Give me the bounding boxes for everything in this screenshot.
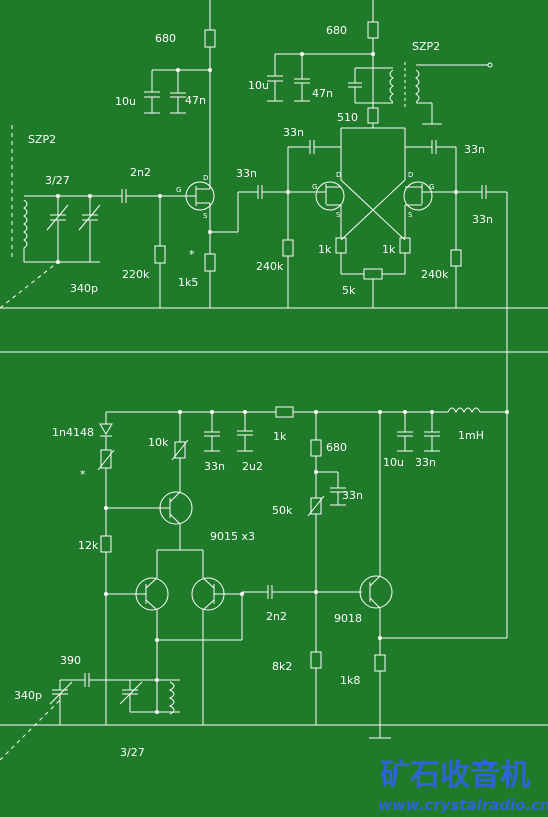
r-680-mixer-resistor [367, 21, 379, 39]
r-220k-resistor [154, 245, 166, 264]
q-9018 [359, 575, 393, 609]
tank-coil [389, 69, 394, 103]
output-coil [415, 69, 420, 103]
l-1mh-choke [447, 407, 481, 414]
lower-stage [0, 406, 548, 761]
label-r-1k-right: 1k [382, 243, 396, 256]
label-r-680-lower: 680 [326, 441, 347, 454]
r-680-top-resistor [204, 29, 216, 48]
label-r-240k-right: 240k [421, 268, 449, 281]
mixer-stage: G D S G D S [267, 0, 508, 638]
label-l-1mh: 1mH [458, 429, 484, 442]
watermark-url: www.crystalradio.cn [378, 796, 548, 814]
trim-resistor-star [100, 449, 112, 469]
label-c-47n-mixer: 47n [312, 87, 333, 100]
label-r-1k8: 1k8 [340, 674, 360, 687]
svg-text:G: G [429, 183, 434, 191]
label-r-1k5: 1k5 [178, 276, 198, 289]
label-r-680-top: 680 [155, 32, 176, 45]
label-d-1n4148: 1n4148 [52, 426, 94, 439]
label-c-340p-lower: 340p [14, 689, 42, 702]
label-c-47n: 47n [185, 94, 206, 107]
lower-coil [168, 681, 175, 715]
jfet-2 [315, 181, 345, 211]
label-c-10u-mixer: 10u [248, 79, 269, 92]
svg-text:S: S [203, 212, 208, 220]
r-12k-resistor [100, 535, 112, 553]
r-8k2-resistor [310, 651, 322, 669]
r-1k-left-resistor [335, 237, 347, 254]
r-510-resistor [367, 107, 379, 124]
label-r-220k: 220k [122, 268, 150, 281]
label-3-27-upper: 3/27 [45, 174, 70, 187]
svg-text:G: G [176, 186, 181, 194]
watermark-title: 矿石收音机 [380, 758, 530, 793]
label-c-33n-tl: 33n [283, 126, 304, 139]
label-r-680-mixer: 680 [326, 24, 347, 37]
r-1k-right-resistor [399, 237, 411, 254]
d-1n4148-diode [99, 423, 113, 435]
label-c-33n-b: 33n [415, 456, 436, 469]
label-c-2n2-lower: 2n2 [266, 610, 287, 623]
r-1k-supply-resistor [275, 406, 294, 418]
r-240k-right-resistor [450, 249, 462, 267]
q-9015-a [159, 491, 193, 525]
label-c-33n-c: 33n [342, 489, 363, 502]
svg-text:D: D [203, 174, 208, 182]
label-c-2n2-upper: 2n2 [130, 166, 151, 179]
label-c-33n-a: 33n [204, 460, 225, 473]
label-szp2-left: SZP2 [28, 133, 56, 146]
label-c-10u-lower: 10u [383, 456, 404, 469]
label-r-5k: 5k [342, 284, 356, 297]
label-r-510: 510 [337, 111, 358, 124]
svg-text:D: D [336, 171, 341, 179]
jfet-3 [403, 181, 433, 211]
r-240k-left-resistor [282, 239, 294, 257]
r-680-bias-resistor [310, 439, 322, 457]
label-c-390: 390 [60, 654, 81, 667]
label-r-1k-left: 1k [318, 243, 332, 256]
label-r-12k: 12k [78, 539, 99, 552]
label-q-9015: 9015 x3 [210, 530, 255, 543]
svg-text:S: S [336, 211, 341, 219]
label-c-10u: 10u [115, 95, 136, 108]
label-star-lower: * [80, 468, 86, 481]
label-r-240k-left: 240k [256, 260, 284, 273]
label-q-9018: 9018 [334, 612, 362, 625]
label-c-33n-upper: 33n [236, 167, 257, 180]
component-labels: 680 10u 47n SZP2 3/27 2n2 340p 220k 1k5 … [14, 24, 493, 759]
label-3-27-lower: 3/27 [120, 746, 145, 759]
label-star-upper: * [189, 248, 195, 261]
label-c-33n-out: 33n [472, 213, 493, 226]
label-r-50k: 50k [272, 504, 293, 517]
label-c-2u2: 2u2 [242, 460, 263, 473]
r-1k8-resistor [374, 654, 386, 672]
label-r-10k: 10k [148, 436, 169, 449]
svg-text:S: S [408, 211, 413, 219]
label-r-8k2: 8k2 [272, 660, 292, 673]
label-szp2-right: SZP2 [412, 40, 440, 53]
r-5k-pot [363, 268, 383, 280]
svg-text:G: G [312, 183, 317, 191]
label-c-33n-tr: 33n [464, 143, 485, 156]
input-coil [23, 199, 28, 249]
r-1k5-resistor [204, 253, 216, 272]
label-c-340p-upper: 340p [70, 282, 98, 295]
label-r-1k-lower: 1k [273, 430, 287, 443]
upper-rf-stage: G D S [0, 0, 548, 353]
watermark: 矿石收音机 www.crystalradio.cn [378, 758, 548, 814]
svg-text:D: D [408, 171, 413, 179]
